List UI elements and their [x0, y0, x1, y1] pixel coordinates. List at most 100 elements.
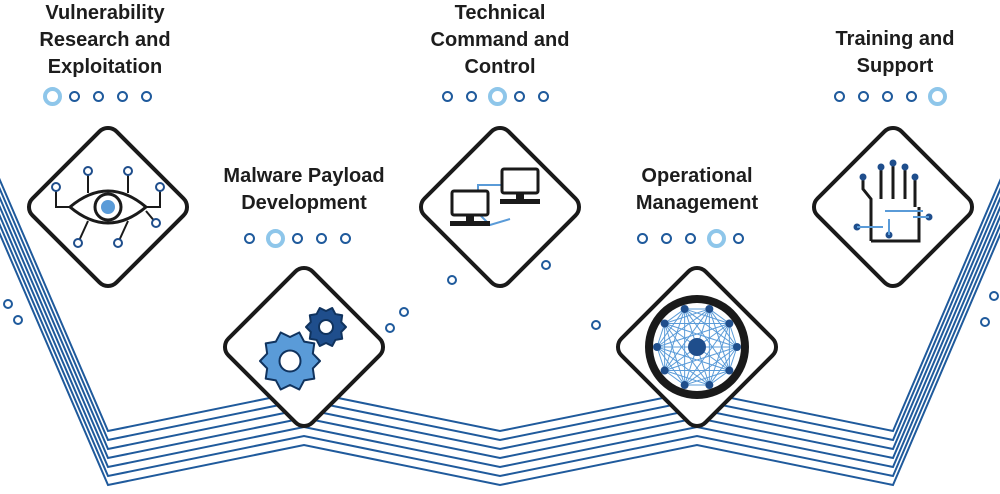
- circuit-node: [51, 182, 61, 192]
- circuit-node: [123, 166, 133, 176]
- web-strand: [656, 346, 666, 371]
- circuit-trace-line: [0, 213, 1000, 469]
- progress-dot: [93, 91, 104, 102]
- web-strand: [656, 323, 666, 348]
- progress-dot: [661, 233, 672, 244]
- web-strand: [664, 308, 685, 324]
- progress-dot-active: [928, 87, 947, 106]
- trace-terminal: [13, 315, 23, 325]
- gears-icon: [259, 306, 347, 391]
- trace-terminal: [541, 260, 551, 270]
- step-progress-dots: [244, 229, 364, 249]
- circuit-node: [151, 218, 161, 228]
- progress-dot: [141, 91, 152, 102]
- monitor-stand: [466, 215, 474, 221]
- web-strand: [684, 308, 730, 324]
- web-strand: [656, 323, 730, 348]
- web-node: [660, 319, 669, 328]
- circuit-node: [155, 182, 165, 192]
- step-progress-dots: [834, 87, 954, 107]
- progress-dot: [244, 233, 255, 244]
- progress-dot: [340, 233, 351, 244]
- progress-dot: [637, 233, 648, 244]
- monitor-stand: [516, 193, 524, 199]
- trace-terminal: [447, 275, 457, 285]
- web-node: [680, 304, 689, 313]
- web-strand: [684, 308, 738, 348]
- step-title-command-and-control: Technical Command and Control: [430, 2, 570, 78]
- web-strand: [709, 308, 730, 324]
- progress-dot: [292, 233, 303, 244]
- progress-dot-active: [266, 229, 285, 248]
- trace-terminal: [385, 323, 395, 333]
- web-node: [660, 366, 669, 375]
- hand-outline: [861, 163, 921, 243]
- progress-dot: [316, 233, 327, 244]
- web-hub: [688, 338, 706, 356]
- monitor-screen: [450, 189, 490, 217]
- web-node: [725, 366, 734, 375]
- web-strand: [656, 308, 686, 348]
- circuit-trace-line: [0, 222, 1000, 478]
- progress-dot: [882, 91, 893, 102]
- web-strand: [664, 308, 710, 324]
- trace-terminal: [3, 299, 13, 309]
- circuit-trace-line: [0, 231, 1000, 487]
- monitor-base: [450, 221, 490, 226]
- web-strand: [664, 323, 686, 386]
- web-node: [725, 319, 734, 328]
- circuit-node: [83, 166, 93, 176]
- trace-terminal: [980, 317, 990, 327]
- web-strand: [708, 308, 730, 371]
- progress-dot: [858, 91, 869, 102]
- web-strand: [709, 370, 730, 386]
- web-strand: [684, 346, 738, 386]
- web-node: [733, 343, 741, 351]
- progress-dot: [442, 91, 453, 102]
- step-title-vulnerability-research: Vulnerability Research and Exploitation: [39, 2, 171, 78]
- monitor-base: [500, 199, 540, 204]
- trace-terminal: [591, 320, 601, 330]
- progress-dot: [466, 91, 477, 102]
- circuit-trace-line: [0, 195, 1000, 451]
- progress-dot: [834, 91, 845, 102]
- networked-computers-icon: [450, 167, 540, 227]
- step-tile: [418, 125, 582, 288]
- step-progress-dots: [43, 87, 165, 107]
- progress-dot: [906, 91, 917, 102]
- progress-dot: [685, 233, 696, 244]
- progress-dot: [514, 91, 525, 102]
- circuit-node: [859, 173, 867, 181]
- gear-hub: [318, 319, 334, 335]
- web-node: [680, 381, 689, 390]
- circuit-wire: [146, 187, 161, 208]
- web-strand: [656, 346, 710, 386]
- step-tile: [615, 265, 779, 428]
- web-strand: [728, 323, 738, 348]
- progress-dot-active: [488, 87, 507, 106]
- web-strand: [708, 323, 730, 386]
- circuit-node: [901, 163, 909, 171]
- circuit-hand-icon: [853, 159, 933, 243]
- circuit-node: [113, 238, 123, 248]
- progress-dot: [733, 233, 744, 244]
- progress-dot: [69, 91, 80, 102]
- circuit-wire: [55, 187, 70, 208]
- web-strand: [684, 323, 730, 386]
- circuit-trace-line: [0, 186, 1000, 442]
- circuit-trace-line: [0, 204, 1000, 460]
- tile-frame: [811, 125, 975, 288]
- network-web-icon: [645, 295, 749, 399]
- step-progress-dots: [442, 87, 562, 107]
- progress-dot: [117, 91, 128, 102]
- circuit-node: [911, 173, 919, 181]
- monitor-screen: [500, 167, 540, 195]
- web-strand: [656, 308, 710, 348]
- progress-dot-active: [707, 229, 726, 248]
- step-tile: [26, 125, 190, 288]
- circuit-trace-line: [0, 177, 1000, 433]
- step-tile: [811, 125, 975, 288]
- step-title-malware-payload: Malware Payload Development: [223, 165, 385, 214]
